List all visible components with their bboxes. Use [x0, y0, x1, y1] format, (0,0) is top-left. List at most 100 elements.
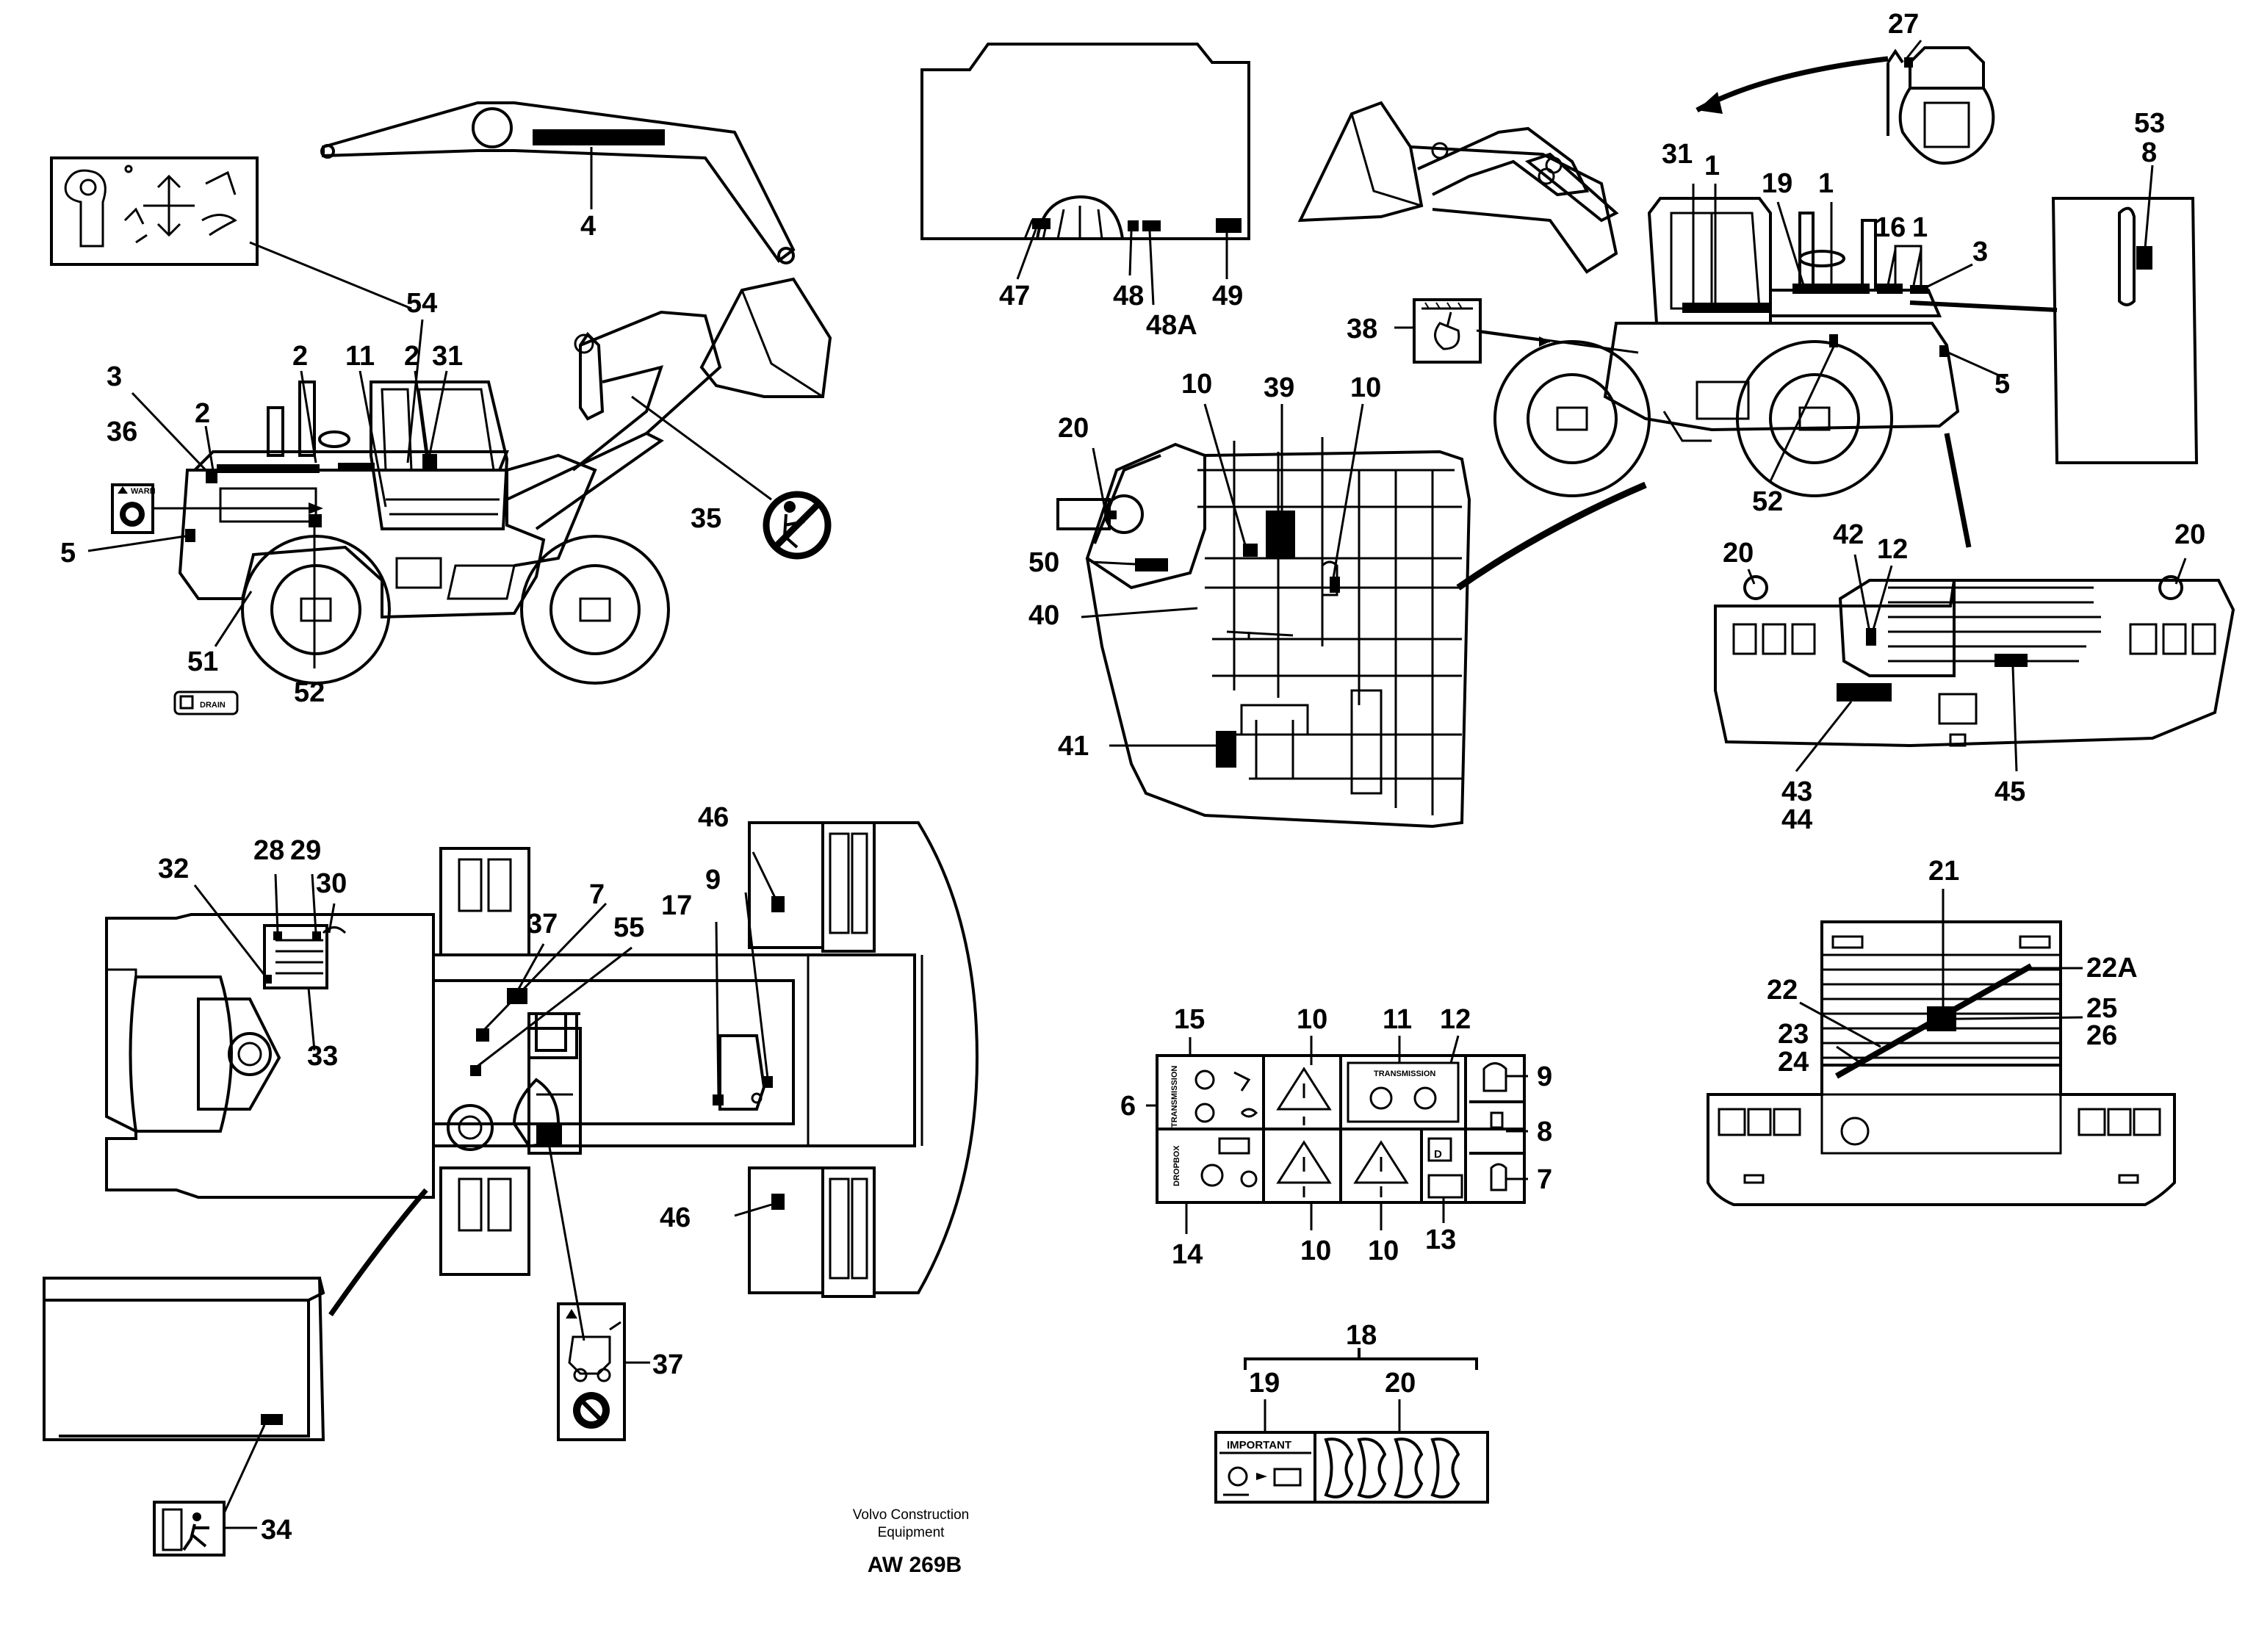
- callout-33: 33: [307, 1041, 338, 1072]
- decal-45: [1994, 654, 2028, 667]
- footer-credit: Volvo Construction Equipment AW 269B: [853, 1507, 969, 1577]
- decal-38: [1394, 298, 1551, 364]
- counterweight-rear-view: [1714, 433, 2235, 772]
- callout-54: 54: [406, 288, 437, 319]
- footer-line2: Equipment: [878, 1525, 945, 1540]
- decal-3a: [206, 470, 217, 483]
- callout-12: 12: [1877, 534, 1908, 565]
- callout-18: 18: [1346, 1320, 1377, 1351]
- callout-22: 22: [1767, 975, 1798, 1006]
- decal-19: [1792, 284, 1870, 294]
- decal-53: [2136, 246, 2152, 270]
- callout-38: 38: [1347, 314, 1377, 345]
- callout-30: 30: [316, 868, 347, 899]
- decal-39: [1266, 511, 1295, 558]
- decal-4: [533, 129, 665, 145]
- decal-17: [713, 1094, 724, 1105]
- callout-24: 24: [1778, 1047, 1809, 1078]
- decal-43: [1837, 683, 1892, 701]
- callout-19: 19: [1762, 168, 1792, 199]
- decal-10b: [1330, 577, 1340, 593]
- decal-7a: [476, 1028, 489, 1042]
- callout-20: 20: [2174, 519, 2205, 550]
- callout-29: 29: [290, 835, 321, 866]
- callout-49: 49: [1212, 281, 1243, 311]
- callout-9: 9: [1537, 1061, 1552, 1092]
- decal-2b: [338, 463, 375, 472]
- joystick-decal: [50, 156, 412, 310]
- decal-27-area: [1696, 40, 1995, 165]
- callout-6: 6: [1120, 1091, 1136, 1122]
- front-view-drawing: [1707, 889, 2176, 1206]
- callout-labels: 4 54 2 11 2 31 3 2 36 5 35 51 52 47 48 4…: [60, 9, 2205, 1545]
- decal-21: [1927, 1006, 1956, 1031]
- callout-1: 1: [1818, 168, 1834, 199]
- callout-23: 23: [1778, 1019, 1809, 1050]
- callout-7: 7: [589, 879, 605, 910]
- decal-2a: [217, 464, 320, 473]
- callout-48: 48: [1113, 281, 1144, 311]
- lift-arm-drawing: [320, 101, 796, 264]
- callout-11: 11: [345, 341, 375, 372]
- callout-52: 52: [1752, 486, 1783, 517]
- callout-13: 13: [1425, 1224, 1456, 1255]
- decal-16: [1877, 284, 1903, 294]
- lift-point-icons: [1324, 1438, 1460, 1498]
- callout-21: 21: [1928, 856, 1959, 887]
- callout-41: 41: [1058, 731, 1089, 762]
- decal-28: [273, 931, 282, 940]
- decal-55: [470, 1065, 481, 1076]
- cab-panel-drawing: [43, 1277, 325, 1557]
- callout-32: 32: [158, 854, 189, 884]
- callout-42: 42: [1833, 519, 1864, 550]
- callout-9: 9: [705, 865, 721, 895]
- transmission-horiz-label: TRANSMISSION: [1374, 1070, 1435, 1078]
- decal-9a: [764, 1076, 773, 1088]
- callout-45: 45: [1994, 776, 2025, 807]
- decal-12a: [1866, 628, 1876, 646]
- rear-panel-drawing: [920, 43, 1250, 306]
- callout-14: 14: [1172, 1239, 1203, 1270]
- callout-44: 44: [1781, 804, 1812, 835]
- diesel-label: D: [1434, 1148, 1442, 1161]
- callout-10: 10: [1300, 1236, 1331, 1266]
- callout-40: 40: [1028, 600, 1059, 631]
- callout-47: 47: [999, 281, 1030, 311]
- callout-37: 37: [527, 909, 558, 939]
- callout-43: 43: [1781, 776, 1812, 807]
- callout-20: 20: [1058, 413, 1089, 444]
- callout-16: 16: [1875, 212, 1906, 243]
- callout-27: 27: [1888, 9, 1919, 40]
- callout-26: 26: [2086, 1020, 2117, 1051]
- callout-19: 19: [1249, 1368, 1280, 1399]
- callout-4: 4: [580, 211, 596, 242]
- callout-8: 8: [2141, 137, 2157, 168]
- decal-5b: [1939, 345, 1948, 357]
- decal-53-8-panel: [2051, 165, 2199, 464]
- callout-28: 28: [253, 835, 284, 866]
- left-loader-leaders: [87, 319, 448, 668]
- callout-1: 1: [1704, 151, 1720, 181]
- decal-37-large: [557, 1302, 650, 1441]
- callout-31: 31: [432, 341, 463, 372]
- decal-47: [1032, 218, 1051, 229]
- decal-5a: [185, 529, 195, 542]
- decal-48: [1128, 220, 1139, 231]
- important-lifting-decal: IMPORTANT: [1214, 1348, 1489, 1504]
- callout-7: 7: [1537, 1164, 1552, 1195]
- dropbox-vert-label: DROPBOX: [1172, 1145, 1181, 1186]
- callout-11: 11: [1383, 1004, 1412, 1035]
- drain-decal: DRAIN: [173, 690, 239, 715]
- callout-20: 20: [1723, 538, 1754, 569]
- loader-top-view: [105, 821, 979, 1341]
- loader-side-view-right: [1297, 101, 2058, 497]
- callout-2: 2: [195, 398, 210, 429]
- callout-31: 31: [1662, 139, 1693, 170]
- decal-36-warning: WARN: [111, 483, 156, 534]
- callout-52: 52: [294, 677, 325, 708]
- decal-1a: [1682, 303, 1770, 313]
- callout-20: 20: [1385, 1368, 1416, 1399]
- drawing-code: AW 269B: [868, 1553, 962, 1577]
- decal-3b: [1910, 285, 1928, 294]
